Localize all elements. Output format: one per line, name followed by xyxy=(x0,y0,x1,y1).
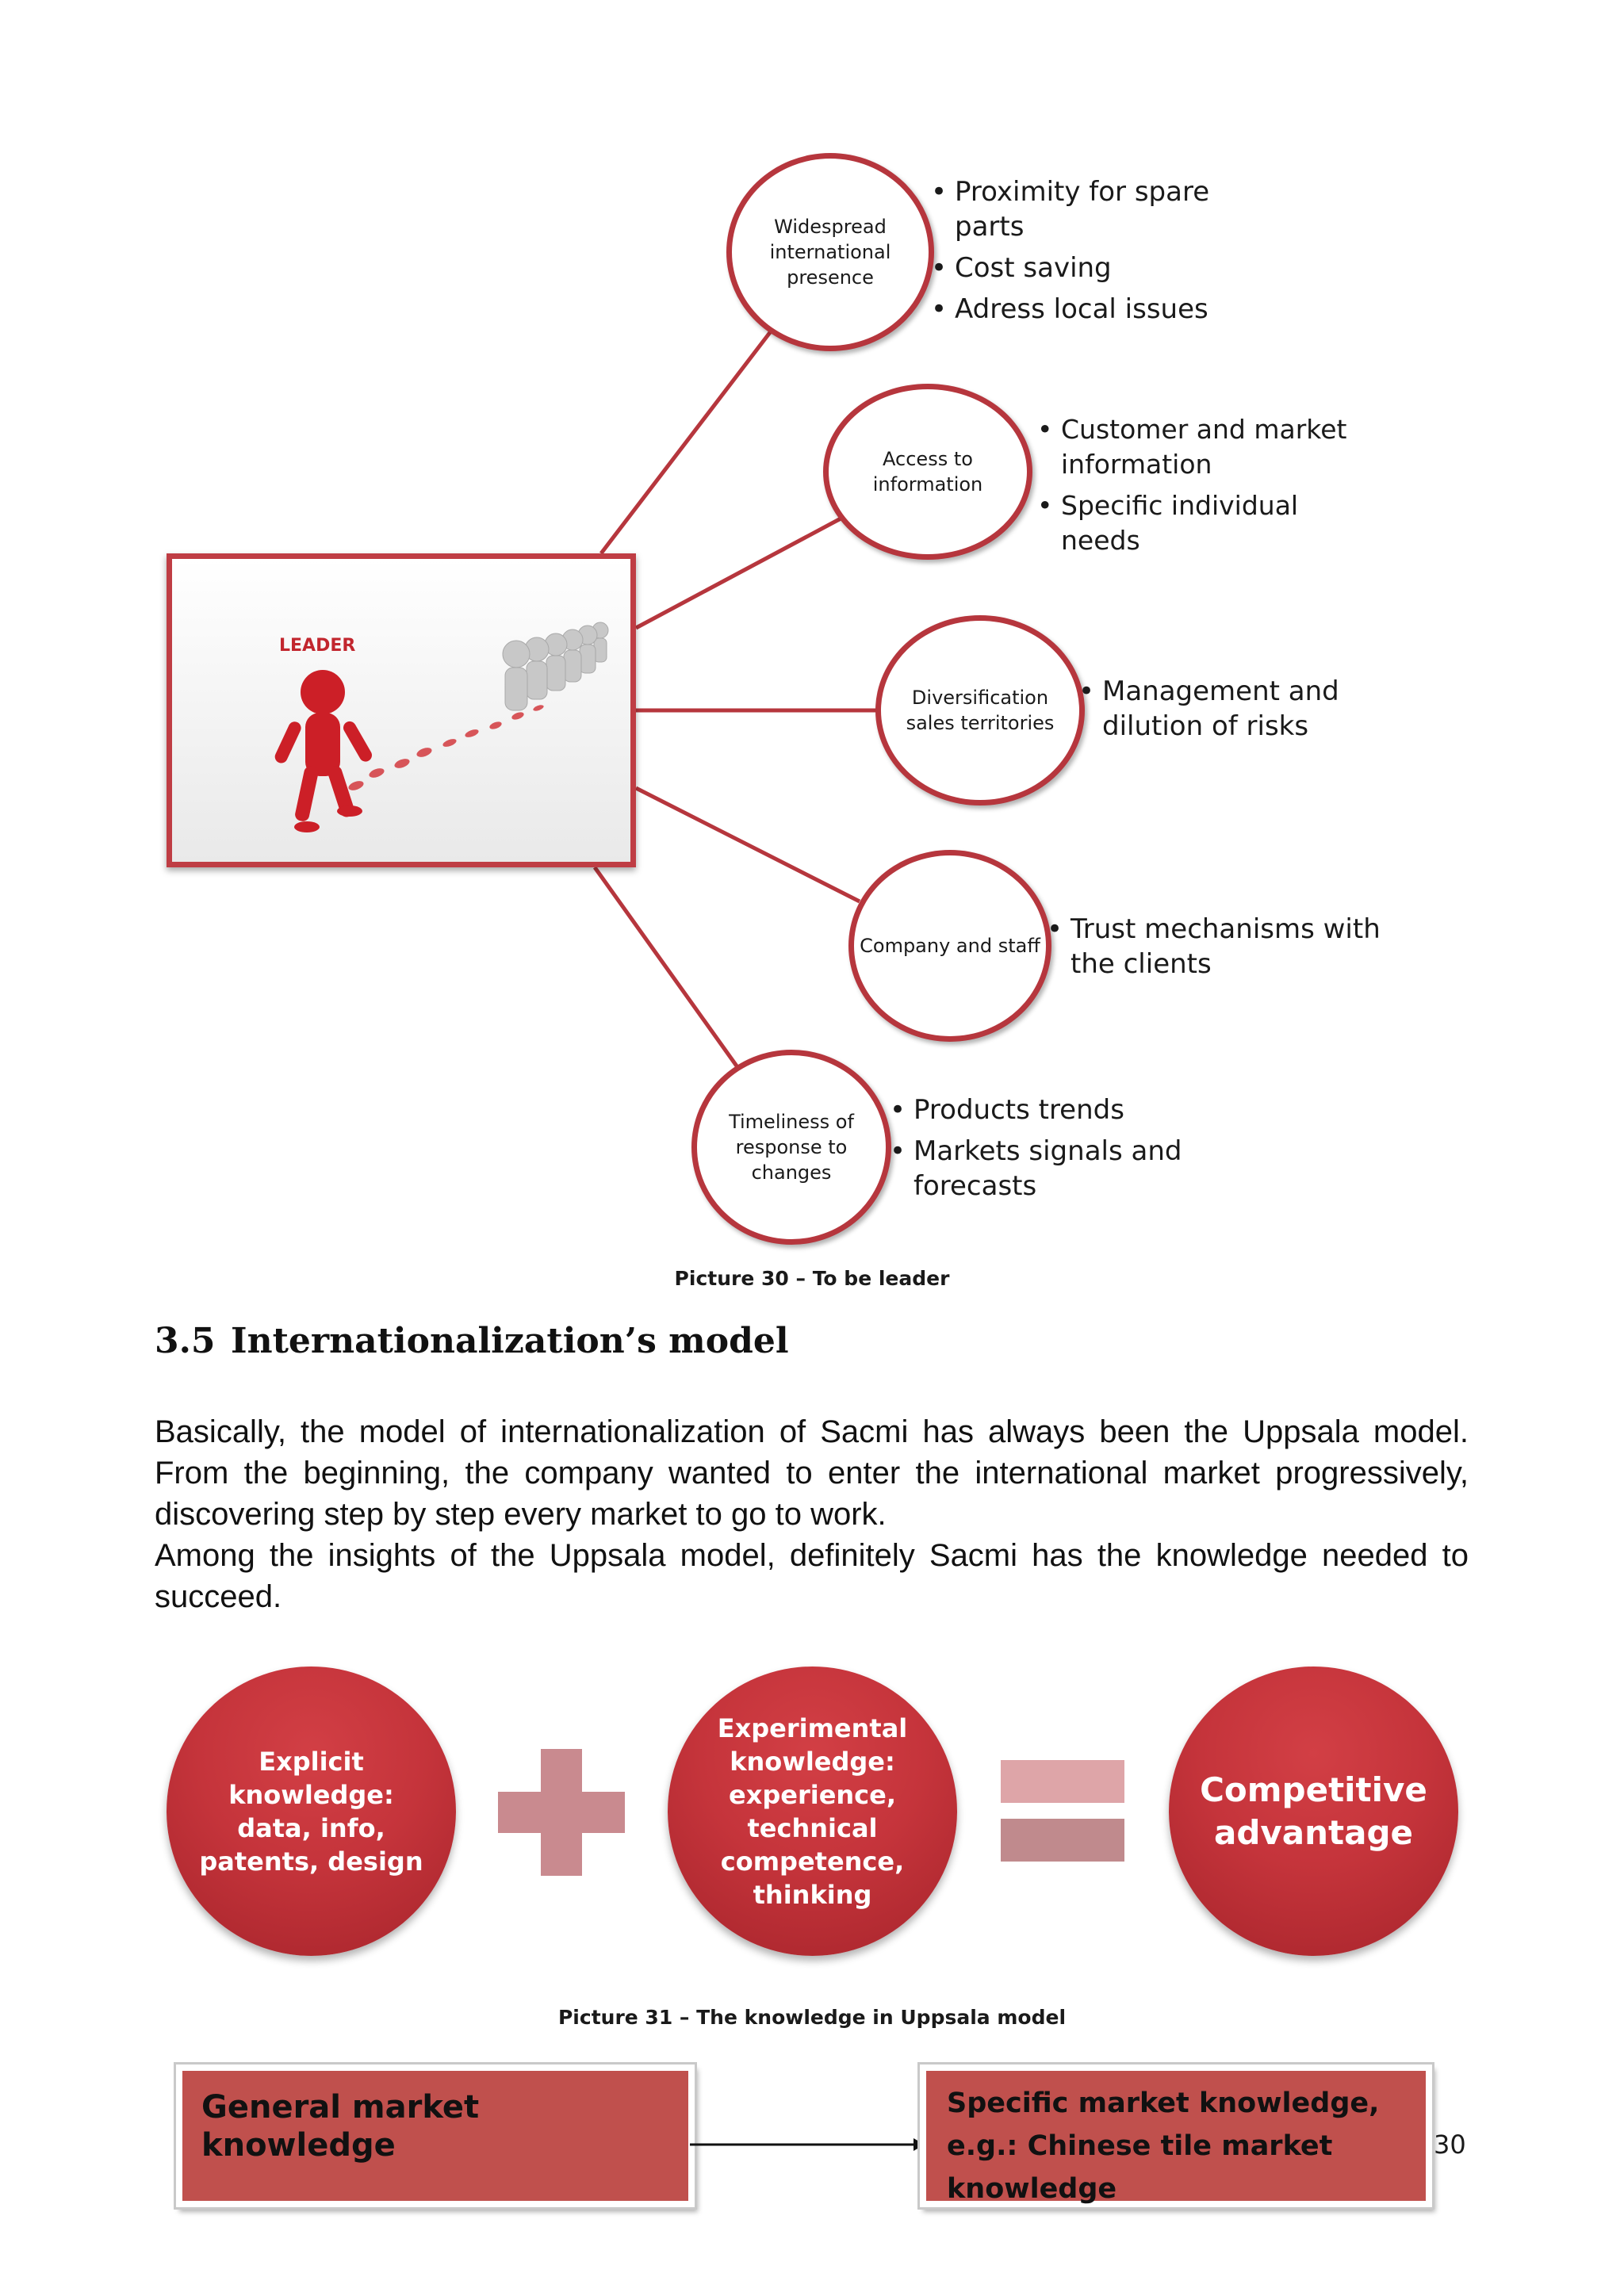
node-widespread-presence: Widespread international presence xyxy=(726,153,934,351)
node-company-staff: Company and staff xyxy=(848,850,1051,1042)
section-number: 3.5 xyxy=(155,1321,216,1361)
bullet-item: Cost saving xyxy=(931,251,1264,285)
figure-caption: Picture 30 – To be leader xyxy=(674,1267,950,1290)
node-diversification-territories: Diversification sales territories xyxy=(875,615,1085,806)
connector-line-4 xyxy=(634,786,861,904)
leader-figure-icon xyxy=(274,670,372,832)
plus-icon xyxy=(498,1749,625,1876)
general-market-knowledge-box: General market knowledge xyxy=(174,2062,697,2210)
node-label: Access to information xyxy=(872,448,983,496)
experimental-knowledge-label: Experimental knowledge: experience, tech… xyxy=(717,1712,908,1910)
node-label: Company and staff xyxy=(860,935,1040,957)
node-label: Diversification sales territories xyxy=(906,687,1055,734)
bullet-item: Trust mechanisms with the clients xyxy=(1047,912,1388,982)
connector-line-1 xyxy=(599,330,772,555)
competitive-advantage-label: Competitive advantage xyxy=(1200,1770,1427,1852)
bullet-item: Markets signals and forecasts xyxy=(890,1134,1207,1203)
specific-market-knowledge-label: Specific market knowledge, e.g.: Chinese… xyxy=(947,2087,1380,2205)
followers-icon xyxy=(502,622,609,711)
connector-line-5 xyxy=(592,866,740,1069)
bullets-timeliness-response: Products trends Markets signals and fore… xyxy=(890,1093,1207,1210)
paragraph: Basically, the model of internationaliza… xyxy=(155,1414,1469,1532)
footprints-icon xyxy=(348,705,544,790)
connector-lines xyxy=(592,330,880,1069)
explicit-knowledge-label: Explicit knowledge: data, info, patents,… xyxy=(199,1746,423,1877)
experimental-knowledge-circle: Experimental knowledge: experience, tech… xyxy=(668,1667,957,1956)
bullets-diversification-territories: Management and dilution of risks xyxy=(1078,674,1411,750)
leader-text: LEADER xyxy=(279,636,355,656)
specific-market-knowledge-box: Specific market knowledge, e.g.: Chinese… xyxy=(917,2062,1434,2210)
explicit-knowledge-circle: Explicit knowledge: data, info, patents,… xyxy=(167,1667,456,1956)
figure-to-be-leader: LEADER xyxy=(0,0,1624,1284)
bullets-company-staff: Trust mechanisms with the clients xyxy=(1047,912,1388,988)
figure-caption: Picture 31 – The knowledge in Uppsala mo… xyxy=(557,2006,1067,2029)
node-label: Widespread international presence xyxy=(769,216,891,289)
bullet-item: Proximity for spare parts xyxy=(931,174,1264,244)
section-title: Internationalization’s model xyxy=(231,1321,789,1361)
bullet-item: Management and dilution of risks xyxy=(1078,674,1411,744)
bullet-item: Customer and market information xyxy=(1037,412,1370,482)
bullet-item: Specific individual needs xyxy=(1037,488,1370,558)
bullets-widespread-presence: Proximity for spare parts Cost saving Ad… xyxy=(931,174,1264,333)
node-label: Timeliness of response to changes xyxy=(729,1111,854,1184)
general-market-knowledge-label: General market knowledge xyxy=(201,2089,480,2164)
section-heading: 3.5 Internationalization’s model xyxy=(155,1321,789,1361)
leader-illustration: LEADER xyxy=(172,559,630,862)
node-access-information: Access to information xyxy=(823,384,1032,560)
leader-image-frame: LEADER xyxy=(167,553,636,867)
node-timeliness-response: Timeliness of response to changes xyxy=(691,1050,891,1245)
bullet-item: Adress local issues xyxy=(931,292,1264,327)
bullets-access-information: Customer and market information Specific… xyxy=(1037,412,1370,564)
arrow-right-icon xyxy=(690,2138,925,2151)
page-number: 30 xyxy=(1434,2130,1466,2160)
paragraph: Among the insights of the Uppsala model,… xyxy=(155,1538,1469,1614)
bullet-item: Products trends xyxy=(890,1093,1207,1127)
figure-knowledge-equation: Explicit knowledge: data, info, patents,… xyxy=(0,1633,1624,2030)
section-body: Basically, the model of internationaliza… xyxy=(155,1411,1469,1617)
competitive-advantage-circle: Competitive advantage xyxy=(1169,1667,1458,1956)
equals-icon xyxy=(1001,1760,1124,1862)
connector-line-2 xyxy=(634,515,845,630)
